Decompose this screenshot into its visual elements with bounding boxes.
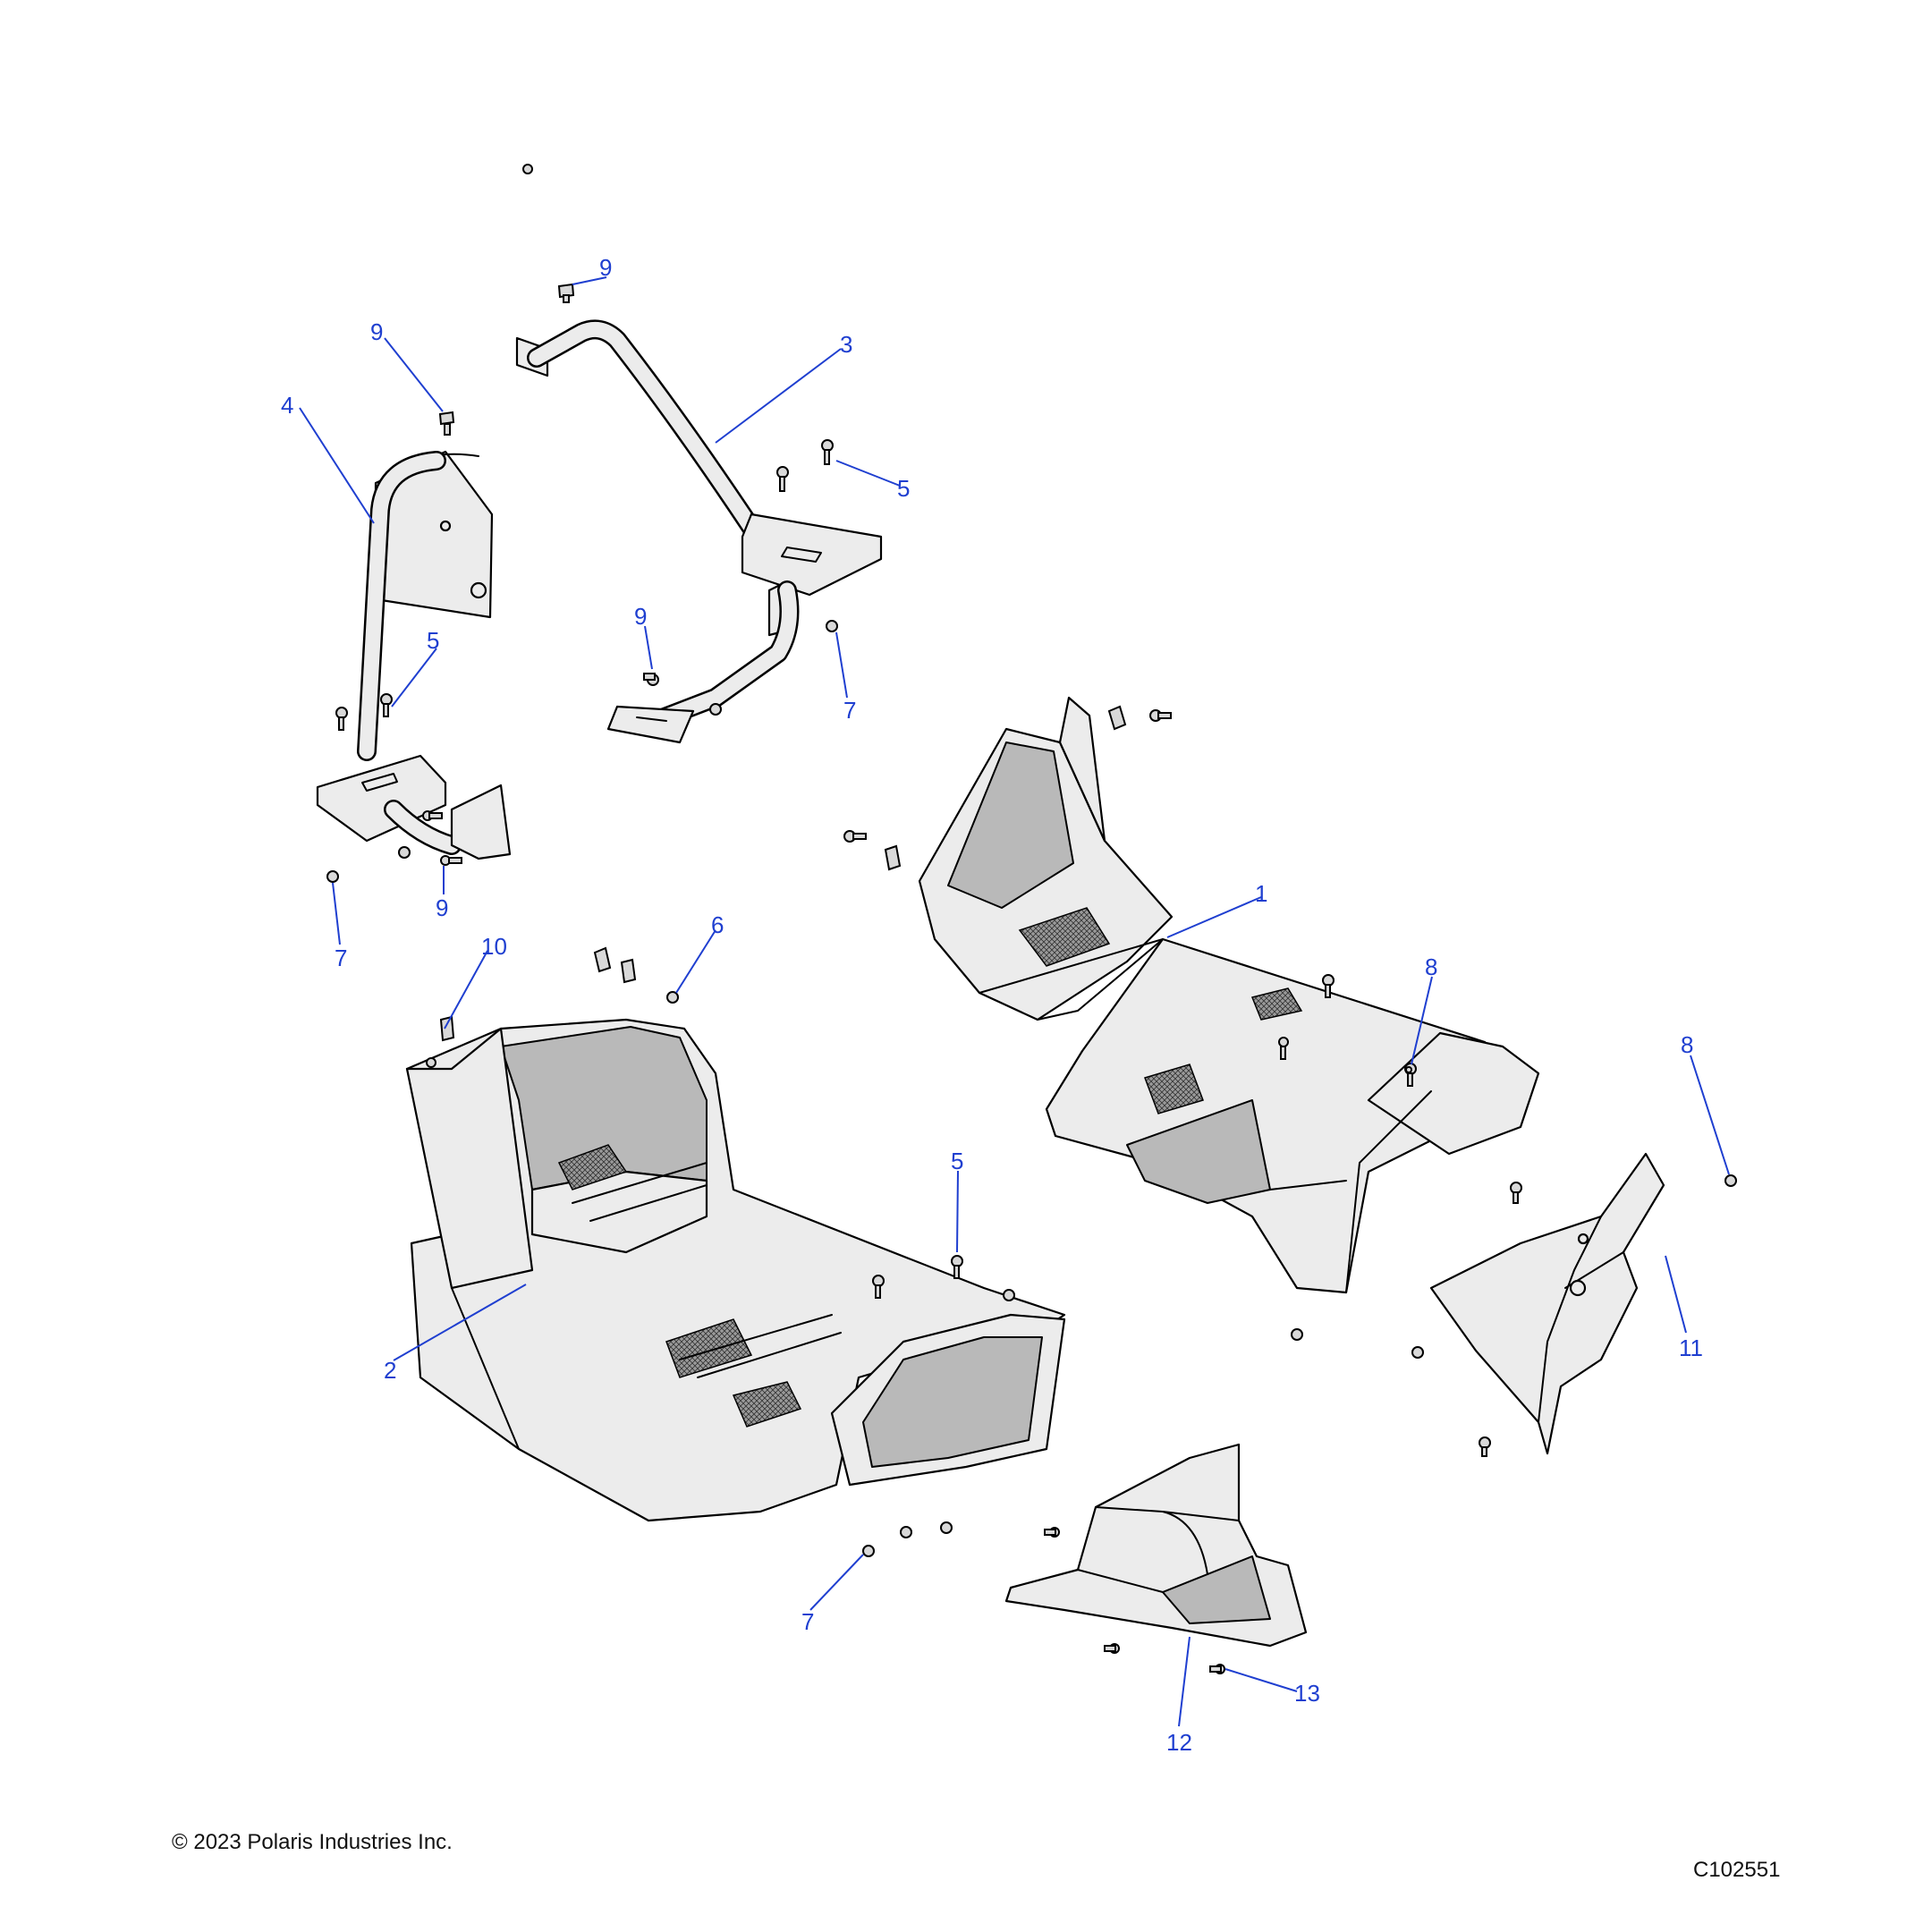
callout-13: 13 bbox=[1294, 1680, 1320, 1707]
callout-7-lower: 7 bbox=[801, 1608, 814, 1635]
fasteners bbox=[326, 164, 1737, 1674]
grab-bar-left bbox=[316, 450, 512, 860]
callout-9-upper-left: 9 bbox=[370, 318, 383, 345]
callout-labels: 9 9 4 3 5 5 9 7 9 7 1 10 6 8 8 5 2 11 7 … bbox=[281, 254, 1703, 1756]
callout-9-mid: 9 bbox=[634, 603, 647, 630]
footwell-guard-center bbox=[1004, 1443, 1308, 1648]
callout-6: 6 bbox=[711, 911, 724, 938]
callout-3: 3 bbox=[840, 331, 852, 358]
figure-id: C102551 bbox=[1693, 1858, 1781, 1882]
callout-2: 2 bbox=[384, 1357, 396, 1384]
footwell-guard-right bbox=[1429, 1152, 1665, 1455]
callout-5-lower: 5 bbox=[951, 1148, 963, 1174]
callout-5-left: 5 bbox=[427, 627, 439, 654]
callout-8-center: 8 bbox=[1425, 953, 1437, 980]
leader-lines bbox=[299, 276, 1730, 1727]
callout-8-right: 8 bbox=[1681, 1031, 1693, 1058]
callout-11: 11 bbox=[1679, 1335, 1703, 1361]
floor-pan-right bbox=[918, 696, 1540, 1294]
callout-9-top: 9 bbox=[599, 254, 612, 281]
callout-12: 12 bbox=[1166, 1729, 1192, 1756]
callout-10: 10 bbox=[481, 933, 507, 960]
callout-4: 4 bbox=[281, 392, 293, 419]
callout-7-mid: 7 bbox=[843, 697, 856, 724]
grab-bar-upper bbox=[515, 319, 883, 744]
callout-1: 1 bbox=[1255, 880, 1267, 907]
callout-9-lower-left: 9 bbox=[436, 894, 448, 921]
floor-pan-left bbox=[405, 1018, 1066, 1522]
callout-5-upper: 5 bbox=[897, 475, 910, 502]
copyright-notice: © 2023 Polaris Industries Inc. bbox=[172, 1830, 453, 1854]
callout-7-left: 7 bbox=[335, 945, 347, 971]
